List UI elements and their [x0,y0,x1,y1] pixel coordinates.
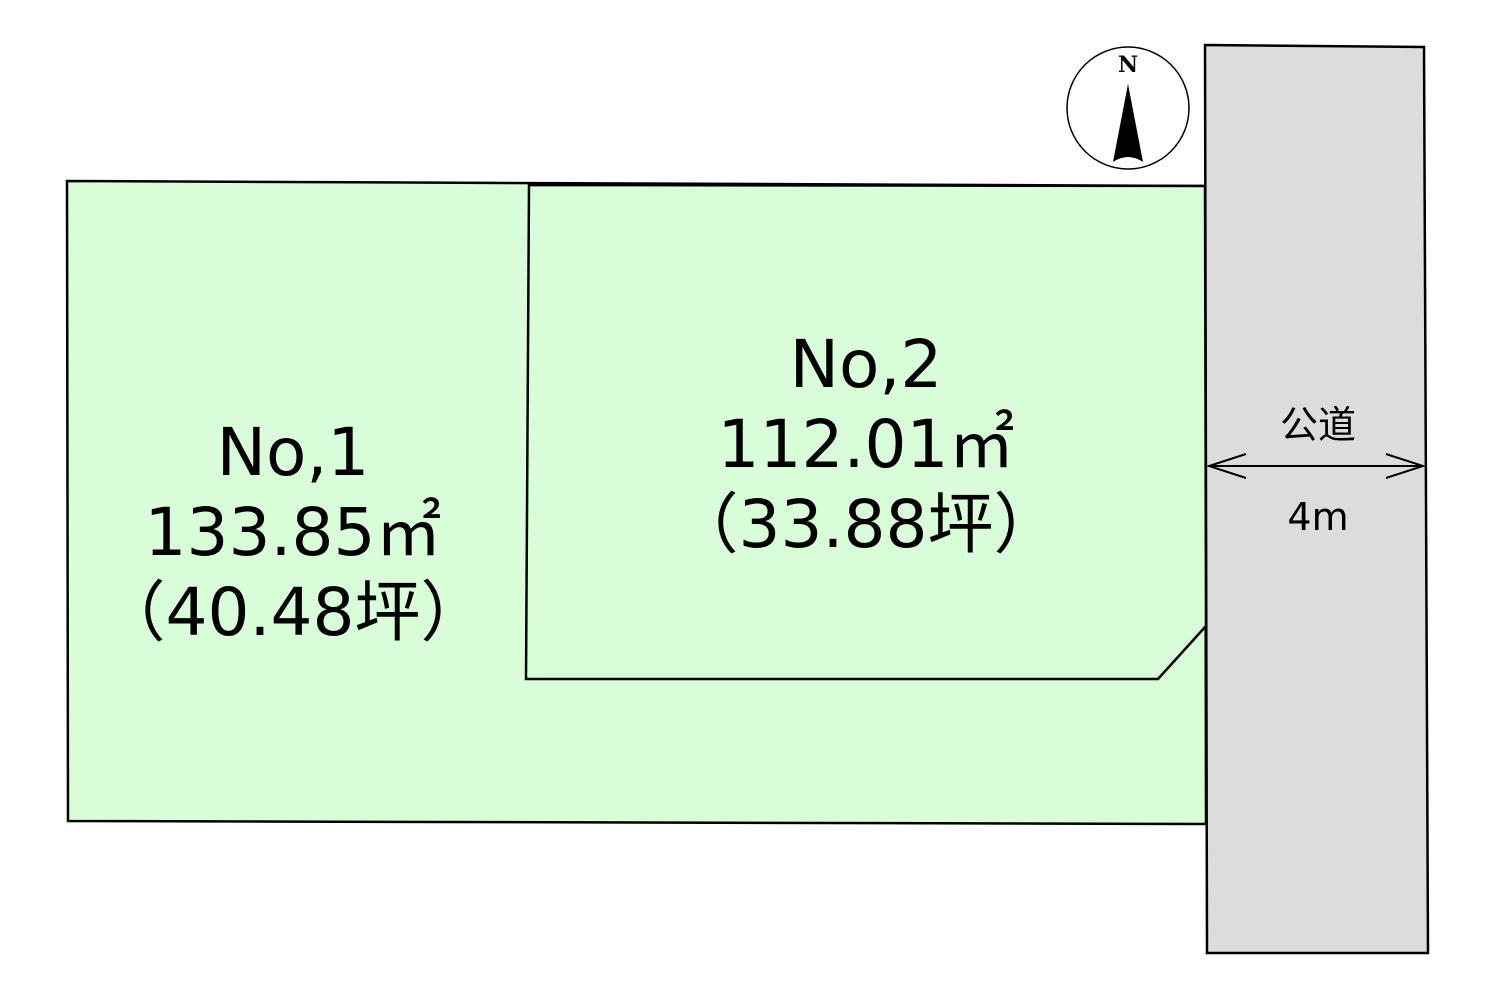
road-width-arrow [1205,453,1427,479]
lot-2-name: No,2 [790,326,943,403]
lot-1-area-sqm: 133.85㎡ [145,494,442,571]
lot-2-area [524,183,1208,681]
lot-2-area-sqm: 112.01㎡ [718,406,1015,483]
compass-arrow-icon [1113,84,1143,162]
north-compass: N [1066,46,1190,170]
road-width: 4m [1287,495,1348,539]
road-label: 公道 [1280,403,1356,447]
lot-1-name: No,1 [217,414,370,491]
lot-2-area-tsubo: （33.88坪） [673,486,1060,563]
lot-1-area-tsubo: （40.48坪） [100,574,487,651]
compass-north-label: N [1118,52,1138,78]
